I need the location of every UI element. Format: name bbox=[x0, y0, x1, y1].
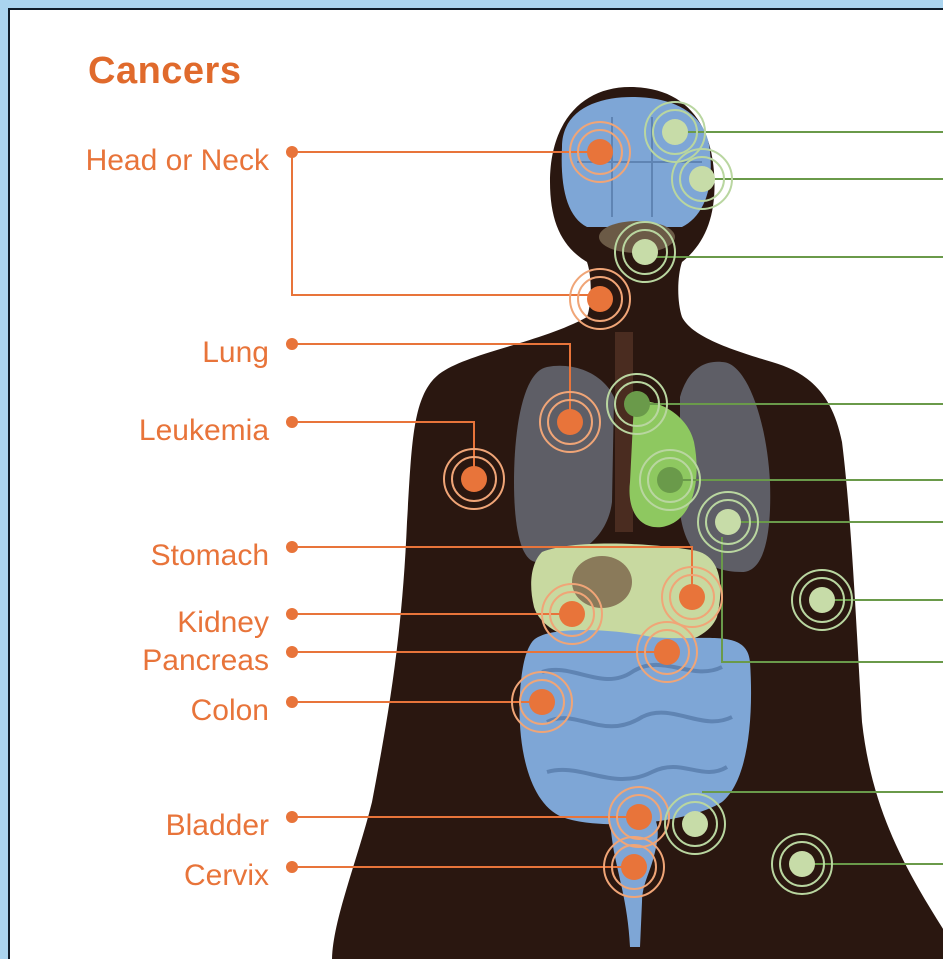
green-marker-5 bbox=[640, 450, 700, 510]
neck-marker bbox=[570, 269, 630, 329]
lung-marker bbox=[540, 392, 600, 452]
label-pancreas: Pancreas bbox=[142, 644, 269, 678]
label-leukemia: Leukemia bbox=[139, 414, 269, 448]
green-marker-7 bbox=[792, 570, 852, 630]
label-cervix: Cervix bbox=[184, 859, 269, 893]
label-stomach: Stomach bbox=[151, 539, 269, 573]
green-marker-1 bbox=[645, 102, 705, 162]
green-marker-4 bbox=[607, 374, 667, 434]
green-marker-8 bbox=[665, 794, 725, 854]
label-colon: Colon bbox=[191, 694, 269, 728]
kidney-marker bbox=[542, 584, 602, 644]
green-marker-9 bbox=[772, 834, 832, 894]
green-marker-6 bbox=[698, 492, 758, 552]
diagram-frame: Cancers Head or Neck Lung Leukemia Stoma… bbox=[8, 8, 943, 959]
stomach-marker bbox=[662, 567, 722, 627]
head-marker bbox=[570, 122, 630, 182]
pancreas-marker bbox=[637, 622, 697, 682]
green-marker-3 bbox=[615, 222, 675, 282]
label-lung: Lung bbox=[202, 336, 269, 370]
colon-marker bbox=[512, 672, 572, 732]
cervix-marker bbox=[604, 837, 664, 897]
label-kidney: Kidney bbox=[177, 606, 269, 640]
diagram-title: Cancers bbox=[88, 50, 241, 93]
label-bladder: Bladder bbox=[166, 809, 269, 843]
leukemia-marker bbox=[444, 449, 504, 509]
green-marker-2 bbox=[672, 149, 732, 209]
label-head-or-neck: Head or Neck bbox=[86, 144, 269, 178]
